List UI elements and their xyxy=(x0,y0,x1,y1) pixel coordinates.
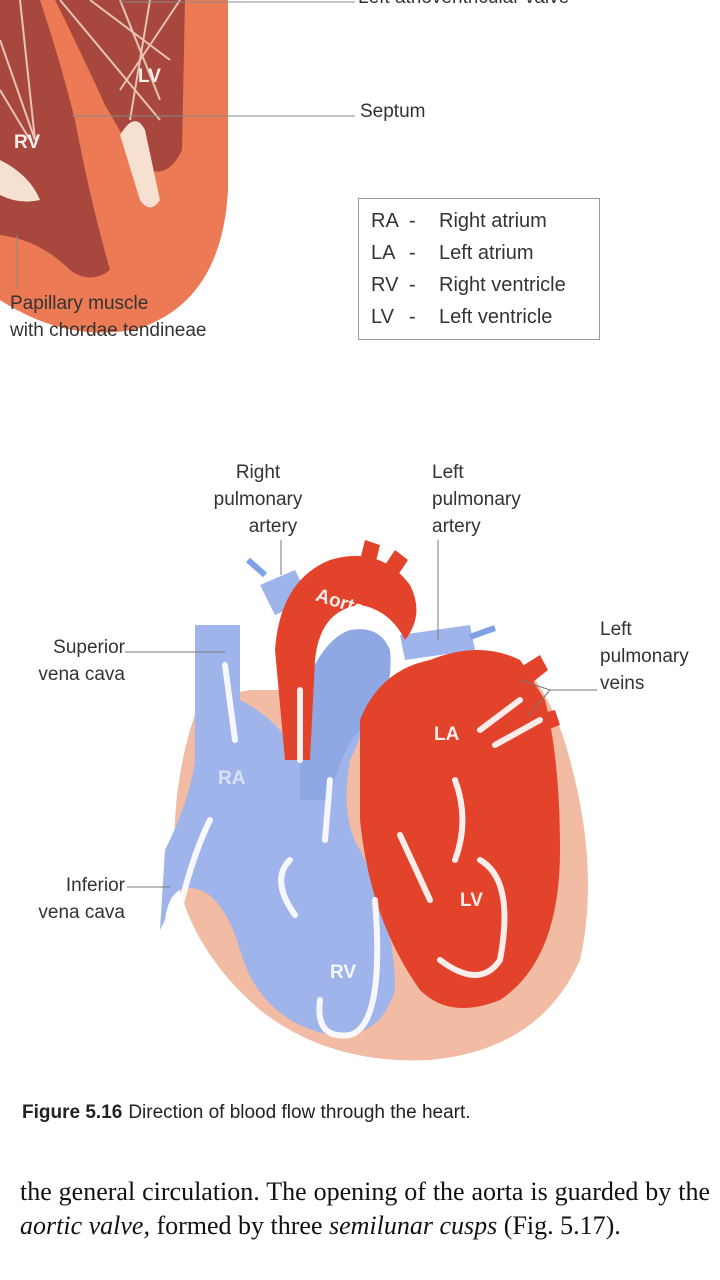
legend-dash: - xyxy=(409,242,416,264)
legend-row: LV- Left ventricle xyxy=(371,301,599,333)
body-paragraph: the general circulation. The opening of … xyxy=(20,1175,710,1242)
label-line: Right xyxy=(235,462,281,483)
text-run: formed by three xyxy=(149,1210,329,1240)
legend-dash: - xyxy=(409,306,416,328)
figure-caption-text: Direction of blood flow through the hear… xyxy=(128,1102,471,1123)
papillary-line-2: with chordae tendineae xyxy=(10,320,207,341)
left-pulmonary-veins-label: Left pulmonary veins xyxy=(600,616,689,697)
label-line: Inferior xyxy=(65,875,125,896)
papillary-muscle-label: Papillary muscle with chordae tendineae xyxy=(10,290,206,344)
left-pulmonary-artery-label: Left pulmonary artery xyxy=(432,459,521,540)
label-line: vena cava xyxy=(38,902,125,923)
text-run: the general circulation. The opening of … xyxy=(20,1177,710,1206)
legend-abbr: RA xyxy=(371,210,399,232)
legend-abbr: LV xyxy=(371,306,394,328)
label-line: artery xyxy=(248,516,298,537)
figure-number: Figure 5.16 xyxy=(22,1102,123,1123)
label-line: Superior xyxy=(53,637,125,658)
septum-label: Septum xyxy=(360,101,426,122)
emphasis-semilunar-cusps: semilunar cusps xyxy=(329,1210,498,1240)
label-line: pulmonary xyxy=(432,489,521,510)
legend-abbr: RV xyxy=(371,274,399,296)
papillary-line-1: Papillary muscle xyxy=(10,293,149,314)
heart-section-illustration xyxy=(0,0,355,333)
legend-dash: - xyxy=(409,210,416,232)
lv-label-top: LV xyxy=(138,66,161,87)
abbreviation-legend: RA-Right atrium LA-Left atrium RV-Right … xyxy=(358,198,600,340)
label-line: Left xyxy=(600,619,632,640)
label-line: artery xyxy=(432,516,481,537)
superior-vena-cava-label: Superior vena cava xyxy=(0,634,125,688)
label-line: vena cava xyxy=(38,664,125,685)
label-line: pulmonary xyxy=(600,646,689,667)
la-label: LA xyxy=(434,724,460,745)
text-run: (Fig. 5.17). xyxy=(497,1210,621,1240)
rv-label-top: RV xyxy=(14,132,41,153)
legend-text: Right atrium xyxy=(439,210,547,232)
legend-row: RV- Right ventricle xyxy=(371,269,599,301)
lv-label: LV xyxy=(460,890,483,911)
legend-dash: - xyxy=(409,274,416,296)
label-line: Left xyxy=(432,462,464,483)
legend-text: Left ventricle xyxy=(439,306,553,328)
left-av-valve-label: Left atrioventricular valve xyxy=(358,0,569,11)
legend-text: Left atrium xyxy=(439,242,534,264)
legend-abbr: LA xyxy=(371,242,396,264)
label-line: pulmonary xyxy=(213,489,303,510)
blood-flow-heart-illustration xyxy=(125,540,597,1061)
ra-label: RA xyxy=(218,768,246,789)
right-pulmonary-artery-label: Right pulmonary artery xyxy=(158,459,358,540)
legend-text: Right ventricle xyxy=(439,274,566,296)
legend-row: RA- Right atrium xyxy=(371,205,599,237)
legend-row: LA- Left atrium xyxy=(371,237,599,269)
inferior-vena-cava-label: Inferior vena cava xyxy=(0,872,125,926)
label-line: veins xyxy=(600,673,645,694)
rv-label: RV xyxy=(330,962,357,983)
emphasis-aortic-valve: aortic valve, xyxy=(20,1210,150,1240)
